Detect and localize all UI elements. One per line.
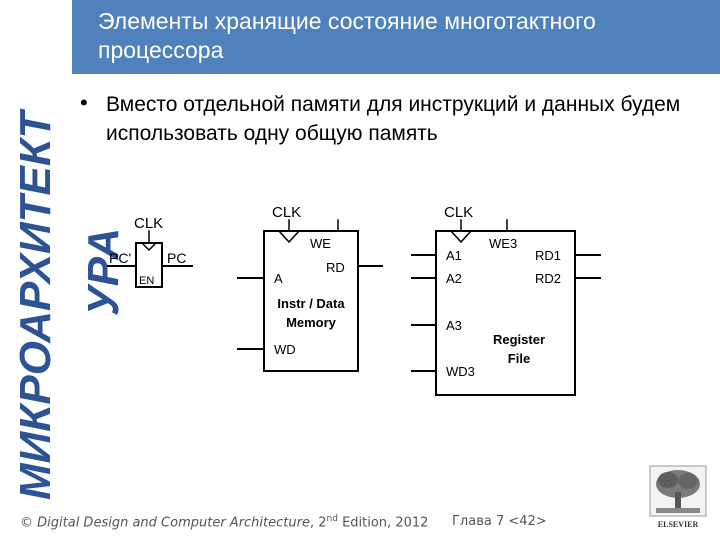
memory-box xyxy=(263,230,359,372)
bullet-text: Вместо отдельной памяти для инструкций и… xyxy=(106,93,681,145)
register-file-rd1-label: RD1 xyxy=(535,248,561,263)
register-file-clk-label: CLK xyxy=(444,204,473,221)
vertical-title: МИКРОАРХИТЕКТ УРА xyxy=(11,109,128,500)
pc-clk-label: CLK xyxy=(134,215,163,232)
register-file-box xyxy=(435,230,576,396)
edition-sup: nd xyxy=(326,514,338,524)
memory-rd-label: RD xyxy=(326,260,345,275)
memory-a-label: A xyxy=(274,271,283,286)
footer-copyright: © Digital Design and Computer Architectu… xyxy=(20,514,428,530)
elsevier-logo-text: ELSEVIER xyxy=(658,520,699,529)
edition-post: Edition, 2012 xyxy=(337,515,429,531)
register-file-a2-label: A2 xyxy=(446,271,462,286)
instr-data-memory: CLK WE A RD Instr / Data Memory WD xyxy=(237,204,383,372)
register-file-name-line2: File xyxy=(508,351,530,366)
memory-name-line2: Memory xyxy=(286,315,337,330)
pc-enable-label: EN xyxy=(139,275,154,287)
chapter-page-number: Глава 7 <42> xyxy=(452,514,547,529)
register-file-a3-label: A3 xyxy=(446,318,462,333)
register-file-name-line1: Register xyxy=(493,332,545,347)
copyright-symbol: © xyxy=(20,515,38,531)
register-file-rd2-label: RD2 xyxy=(535,271,561,286)
register-file-clock-triangle xyxy=(449,229,473,244)
pc-clock-triangle xyxy=(140,241,158,252)
edition-pre: , 2 xyxy=(309,515,327,531)
vertical-title-line2: УРА xyxy=(79,228,128,316)
memory-wd-label: WD xyxy=(274,342,296,357)
slide-title: Элементы хранящие состояние многотактног… xyxy=(98,8,596,63)
bullet-dot: • xyxy=(80,90,88,115)
register-file-wd3-label: WD3 xyxy=(446,364,475,379)
pc-input-label: PC' xyxy=(109,250,131,266)
title-bar xyxy=(72,0,720,74)
register-file-a1-label: A1 xyxy=(446,248,462,263)
pc-register: CLK PC' PC EN xyxy=(107,215,193,288)
register-file-we3-label: WE3 xyxy=(489,236,517,251)
memory-clk-label: CLK xyxy=(272,204,301,221)
memory-name-line1: Instr / Data xyxy=(277,296,345,311)
pc-output-label: PC xyxy=(167,250,186,266)
state-elements-diagram: CLK PC' PC EN CLK WE A RD Instr / Data M… xyxy=(107,204,601,396)
register-file: CLK WE3 A1 A2 A3 WD3 RD1 RD2 Register Fi… xyxy=(411,204,601,396)
elsevier-logo: ELSEVIER xyxy=(649,465,707,529)
vertical-title-line1: МИКРОАРХИТЕКТ xyxy=(11,109,60,500)
memory-we-label: WE xyxy=(310,236,331,251)
book-title: Digital Design and Computer Architecture xyxy=(37,515,310,531)
memory-clock-triangle xyxy=(277,229,301,244)
